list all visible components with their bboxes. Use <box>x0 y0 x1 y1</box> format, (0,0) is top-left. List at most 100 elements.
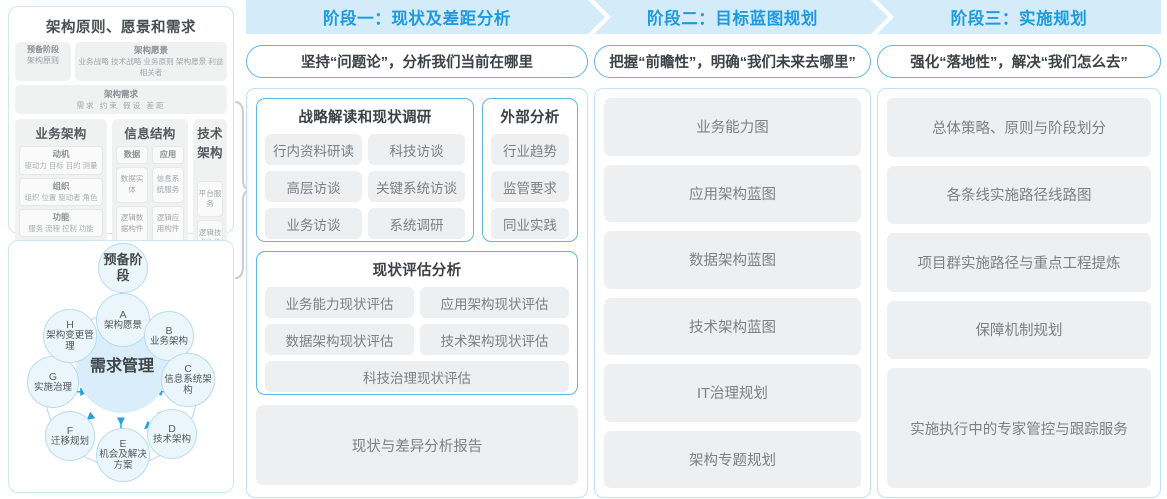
adm-node-e[interactable]: E 机会及解决方案 <box>96 428 150 482</box>
left-column: 架构原则、愿景和需求 预备阶段 架构原则 架构愿景 业务战略 技术战略 业务原则… <box>8 6 234 493</box>
phase-2-subtitle-label: 把握“前瞻性”，明确“我们未来去哪里” <box>609 55 856 71</box>
chip-assess-3[interactable]: 技术架构现状评估 <box>420 324 569 355</box>
adm-node-h[interactable]: H 架构变更管理 <box>43 309 97 363</box>
chip-blueprint-3[interactable]: 技术架构蓝图 <box>604 297 861 355</box>
phase-1-top-split: 战略解读和现状调研 行内资料研读 科技访谈 高层访谈 关键系统访谈 业务访谈 系… <box>256 98 578 242</box>
chip-blueprint-2[interactable]: 数据架构蓝图 <box>604 231 861 289</box>
adm-node-a-key: A <box>119 308 127 321</box>
chip-blueprint-1[interactable]: 应用架构蓝图 <box>604 164 861 222</box>
cell-organization-title: 组织 <box>52 180 70 191</box>
cell-organization: 组织 组织 位置 驱动者 角色 <box>19 177 103 206</box>
phase-3-subtitle-label: 强化“落地性”，解决“我们怎么去” <box>910 55 1128 71</box>
cell-logical-application-component: 逻辑应用构件 <box>152 205 184 242</box>
framework-top-row: 预备阶段 架构原则 架构愿景 业务战略 技术战略 业务原则 架构愿景 利益相关者 <box>15 42 227 82</box>
subheader-application: 应用 <box>152 146 184 164</box>
chip-research-4[interactable]: 业务访谈 <box>265 208 362 239</box>
chip-impl-3[interactable]: 保障机制规划 <box>887 300 1151 360</box>
cell-motivation-title: 动机 <box>52 149 70 160</box>
adm-diagram: 预备阶段 需求管理 A 架构愿景 B 业务架构 C 信息系统架构 <box>9 241 233 492</box>
chip-external-0[interactable]: 行业趋势 <box>491 134 569 165</box>
adm-node-g-key: G <box>48 370 58 383</box>
adm-node-d-key: D <box>168 422 176 435</box>
adm-node-f[interactable]: F 迁移规划 <box>45 411 95 461</box>
architecture-vision-items: 业务战略 技术战略 业务原则 架构愿景 利益相关者 <box>78 56 224 77</box>
chip-assess-0[interactable]: 业务能力现状评估 <box>265 287 414 318</box>
cell-function-sub: 服务 流程 控制 功能 <box>28 223 94 233</box>
preliminary-stage-line2: 架构原则 <box>27 55 59 65</box>
chip-impl-4[interactable]: 实施执行中的专家管控与跟踪服务 <box>887 368 1151 489</box>
adm-node-c-label: 信息系统架构 <box>164 374 212 397</box>
chip-impl-1[interactable]: 各条线实施路径线路图 <box>887 165 1151 225</box>
subheader-data-label: 数据 <box>123 150 141 160</box>
gap-analysis-report[interactable]: 现状与差异分析报告 <box>256 405 578 485</box>
phase-2-body: 业务能力图 应用架构蓝图 数据架构蓝图 技术架构蓝图 IT治理规划 架构专题规划 <box>594 88 871 498</box>
chip-research-1[interactable]: 科技访谈 <box>368 134 465 165</box>
chip-assess-1[interactable]: 应用架构现状评估 <box>420 287 569 318</box>
adm-node-c-key: C <box>184 363 192 376</box>
chip-assess-2[interactable]: 数据架构现状评估 <box>265 324 414 355</box>
cell-function: 功能 服务 流程 控制 功能 <box>19 208 103 238</box>
adm-node-f-key: F <box>66 424 74 437</box>
phase-3-subtitle: 强化“落地性”，解决“我们怎么去” <box>877 45 1161 78</box>
cell-motivation: 动机 驱动力 目标 目的 测量 <box>19 146 103 175</box>
architecture-requirements-items: 需求 约束 假设 差距 <box>76 101 166 111</box>
phase-1-body: 战略解读和现状调研 行内资料研读 科技访谈 高层访谈 关键系统访谈 业务访谈 系… <box>246 88 588 498</box>
phase-2-banner: 阶段二：目标蓝图规划 <box>594 0 888 34</box>
architecture-requirements-title: 架构需求 <box>103 89 138 100</box>
togaf-content-framework-panel: 架构原则、愿景和需求 预备阶段 架构原则 架构愿景 业务战略 技术战略 业务原则… <box>8 6 234 353</box>
assessment-title: 现状评估分析 <box>372 263 462 279</box>
cell-platform-service-label: 平台服务 <box>198 189 222 209</box>
architecture-vision-box: 架构愿景 业务战略 技术战略 业务原则 架构愿景 利益相关者 <box>75 42 227 82</box>
adm-node-e-key: E <box>119 438 127 451</box>
chip-research-2[interactable]: 高层访谈 <box>265 171 362 202</box>
chip-blueprint-5[interactable]: 架构专题规划 <box>604 430 861 488</box>
cell-data-entity: 数据实体 <box>116 166 148 203</box>
cell-data-entity-label: 数据实体 <box>120 174 144 194</box>
adm-node-a[interactable]: A 架构愿景 <box>96 293 150 347</box>
phase-1-subtitle: 坚持“问题论”，分析我们当前在哪里 <box>246 45 588 78</box>
chip-impl-2[interactable]: 项目群实施路径与重点工程提炼 <box>887 233 1151 292</box>
cell-function-title: 功能 <box>52 211 70 222</box>
cell-platform-service: 平台服务 <box>197 181 223 218</box>
adm-node-h-key: H <box>66 319 74 332</box>
cell-information-system-service: 信息系统服务 <box>152 166 184 203</box>
chip-external-2[interactable]: 同业实践 <box>491 208 569 239</box>
adm-node-preliminary[interactable]: 预备阶段 <box>98 243 148 293</box>
phase-1-subtitle-label: 坚持“问题论”，分析我们当前在哪里 <box>301 55 533 71</box>
subheader-application-label: 应用 <box>159 150 177 160</box>
strategy-research-card: 战略解读和现状调研 行内资料研读 科技访谈 高层访谈 关键系统访谈 业务访谈 系… <box>256 98 474 242</box>
strategy-research-title: 战略解读和现状调研 <box>298 110 432 126</box>
phase-3-column: 阶段三：实施规划 强化“落地性”，解决“我们怎么去” 总体策略、原则与阶段划分 … <box>877 0 1161 498</box>
adm-node-d[interactable]: D 技术架构 <box>147 409 197 459</box>
cell-organization-sub: 组织 位置 驱动者 角色 <box>24 192 98 202</box>
chip-external-1[interactable]: 监管要求 <box>491 171 569 202</box>
adm-node-c[interactable]: C 信息系统架构 <box>161 353 215 407</box>
phase-3-body: 总体策略、原则与阶段划分 各条线实施路径线路图 项目群实施路径与重点工程提炼 保… <box>877 88 1161 498</box>
chip-research-3[interactable]: 关键系统访谈 <box>368 171 465 202</box>
cell-logical-data-component: 逻辑数据构件 <box>116 205 148 242</box>
chip-assess-4[interactable]: 科技治理现状评估 <box>265 361 569 392</box>
chip-research-0[interactable]: 行内资料研读 <box>265 134 362 165</box>
phase-1-banner: 阶段一：现状及差距分析 <box>246 0 605 34</box>
current-state-assessment-card: 现状评估分析 业务能力现状评估 应用架构现状评估 数据架构现状评估 技术架构现状… <box>256 251 578 395</box>
phase-2-banner-label: 阶段二：目标蓝图规划 <box>647 10 818 28</box>
adm-cycle-panel: 预备阶段 需求管理 A 架构愿景 B 业务架构 C 信息系统架构 <box>8 240 234 493</box>
assessment-items: 业务能力现状评估 应用架构现状评估 数据架构现状评估 技术架构现状评估 科技治理… <box>265 287 569 392</box>
external-analysis-title: 外部分析 <box>500 110 560 126</box>
phase-2-subtitle: 把握“前瞻性”，明确“我们未来去哪里” <box>594 45 871 78</box>
adm-node-g[interactable]: G 实施治理 <box>27 356 79 408</box>
adm-node-b-label: 业务架构 <box>149 335 188 347</box>
adm-node-h-label: 架构变更管理 <box>46 330 94 353</box>
cell-logical-application-component-label: 逻辑应用构件 <box>156 213 180 233</box>
chip-impl-0[interactable]: 总体策略、原则与阶段划分 <box>887 98 1151 157</box>
column-header-business: 业务架构 <box>35 127 87 142</box>
column-header-technology: 技术架构 <box>197 127 223 161</box>
adm-node-e-label: 机会及解决方案 <box>99 449 147 472</box>
framework-title: 架构原则、愿景和需求 <box>46 20 196 36</box>
adm-node-b[interactable]: B 业务架构 <box>144 311 194 361</box>
chip-blueprint-0[interactable]: 业务能力图 <box>604 98 861 156</box>
adm-node-preliminary-label: 预备阶段 <box>103 252 143 283</box>
chip-research-5[interactable]: 系统调研 <box>368 208 465 239</box>
chip-blueprint-4[interactable]: IT治理规划 <box>604 364 861 422</box>
